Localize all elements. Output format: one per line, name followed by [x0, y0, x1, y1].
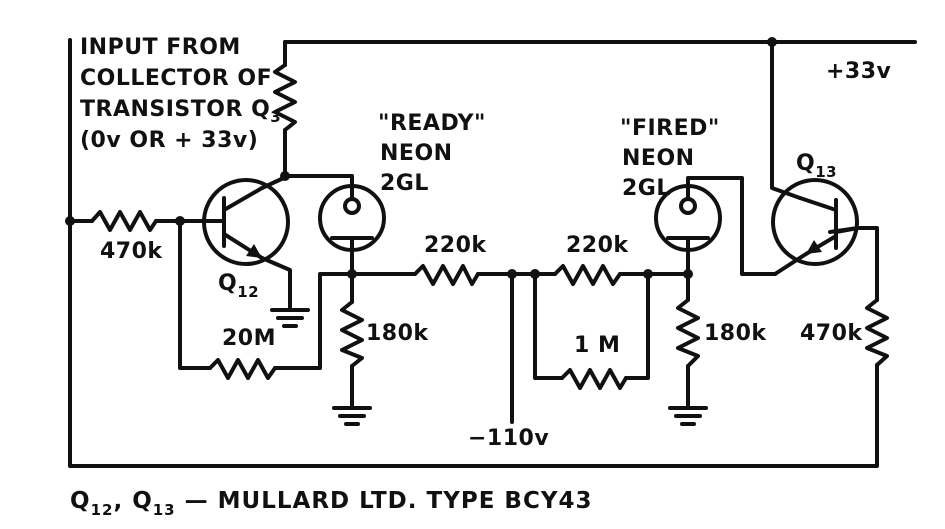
- fired-neon-lamp: [654, 184, 722, 252]
- junction-dots: [65, 37, 777, 279]
- ready-neon-lamp: [318, 184, 386, 252]
- fired-neon-line3: 2GL: [622, 176, 671, 201]
- resistor-feedback: [208, 358, 277, 380]
- r-parallel-label: 1 M: [574, 333, 620, 358]
- resistor-parallel: [560, 368, 628, 390]
- input-note: INPUT FROM COLLECTOR OF TRANSISTOR Q3 (0…: [80, 35, 281, 153]
- r-input-label: 470k: [100, 239, 163, 264]
- caption: Q12, Q13 — MULLARD LTD. TYPE BCY43: [70, 488, 593, 519]
- r-fired-pulldown-label: 180k: [704, 321, 767, 346]
- resistor-ready-pulldown: [340, 300, 364, 368]
- ground-q12: [270, 308, 310, 328]
- q13-label: Q13: [796, 151, 837, 181]
- resistor-input: [90, 210, 158, 232]
- input-note-line1: INPUT FROM: [80, 35, 241, 60]
- ground-ready: [332, 406, 372, 426]
- r-feedback-label: 20M: [222, 326, 276, 351]
- fired-neon-line1: "FIRED": [620, 116, 720, 141]
- fired-neon-line2: NEON: [622, 146, 695, 171]
- input-note-line3: TRANSISTOR Q3: [80, 97, 281, 126]
- resistor-series-left: [413, 264, 480, 286]
- supply-label: +33v: [826, 59, 892, 84]
- ground-fired: [668, 406, 708, 426]
- r-ready-pulldown-label: 180k: [366, 321, 429, 346]
- ready-neon-line1: "READY": [378, 111, 486, 136]
- r-series-right-label: 220k: [566, 233, 629, 258]
- input-note-line4: (0v OR + 33v): [80, 128, 258, 153]
- fired-neon-label: "FIRED" NEON 2GL: [620, 116, 720, 201]
- r-q13-emitter-label: 470k: [800, 321, 863, 346]
- ready-neon-line3: 2GL: [380, 171, 429, 196]
- resistor-series-right: [553, 264, 622, 286]
- neg-supply-label: −110v: [468, 426, 549, 451]
- transistor-q13: [771, 178, 860, 276]
- resistor-q13-emitter: [865, 298, 889, 367]
- q12-label: Q12: [218, 271, 259, 301]
- resistor-fired-pulldown: [676, 298, 700, 368]
- r-series-left-label: 220k: [424, 233, 487, 258]
- ready-neon-label: "READY" NEON 2GL: [378, 111, 486, 196]
- transistor-q12: [202, 178, 290, 266]
- resistor-top: [273, 63, 297, 132]
- input-note-line2: COLLECTOR OF: [80, 66, 272, 91]
- ready-neon-line2: NEON: [380, 141, 453, 166]
